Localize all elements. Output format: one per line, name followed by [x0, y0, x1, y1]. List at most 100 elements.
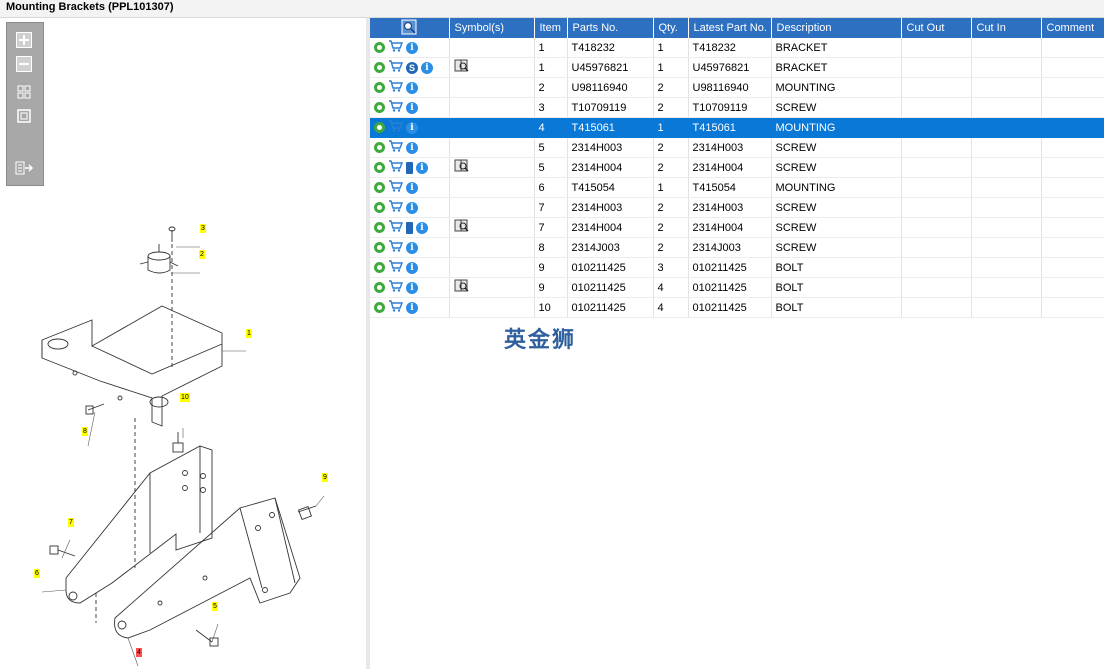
comment-cell [1041, 257, 1104, 278]
pane-splitter[interactable] [366, 18, 370, 669]
part-no-cell: 010211425 [567, 297, 654, 318]
column-header-item[interactable]: Item [534, 18, 568, 38]
gear-icon[interactable] [374, 202, 385, 213]
info-icon[interactable]: i [406, 261, 418, 274]
book-zoom-icon[interactable] [454, 59, 470, 76]
gear-icon[interactable] [374, 142, 385, 153]
callout-10[interactable]: 10 [180, 393, 190, 402]
cart-icon[interactable] [388, 240, 404, 255]
cart-icon[interactable] [388, 180, 404, 195]
info-icon[interactable]: i [421, 61, 433, 74]
info-icon[interactable]: i [406, 301, 418, 314]
comment-cell [1041, 57, 1104, 78]
qty-cell: 2 [653, 97, 689, 118]
cart-icon[interactable] [388, 120, 404, 135]
gear-icon[interactable] [374, 102, 385, 113]
callout-7[interactable]: 7 [68, 518, 74, 527]
gear-icon[interactable] [374, 82, 385, 93]
book-zoom-icon[interactable] [454, 279, 470, 296]
column-header-cut-out[interactable]: Cut Out [901, 18, 972, 38]
gear-icon[interactable] [374, 282, 385, 293]
cart-icon[interactable] [388, 140, 404, 155]
column-header-symbols[interactable]: Symbol(s) [449, 18, 535, 38]
info-icon[interactable]: i [406, 141, 418, 154]
callout-4[interactable]: 4 [136, 648, 142, 657]
gear-icon[interactable] [374, 162, 385, 173]
cart-icon[interactable] [388, 80, 404, 95]
fit-all-icon[interactable] [14, 83, 34, 101]
gear-icon[interactable] [374, 182, 385, 193]
cart-icon[interactable] [388, 160, 404, 175]
cart-icon[interactable] [388, 260, 404, 275]
column-header-description[interactable]: Description [771, 18, 902, 38]
service-icon[interactable]: S [406, 61, 418, 74]
column-header-parts-no[interactable]: Parts No. [567, 18, 654, 38]
export-icon[interactable] [14, 159, 34, 177]
gear-icon[interactable] [374, 262, 385, 273]
column-header-comment[interactable]: Comment [1041, 18, 1104, 38]
gear-icon[interactable] [374, 122, 385, 133]
callout-2[interactable]: 2 [199, 250, 205, 259]
info-icon[interactable]: i [406, 121, 418, 134]
callout-6[interactable]: 6 [34, 569, 40, 578]
gear-icon[interactable] [374, 42, 385, 53]
column-header-latest-part-no[interactable]: Latest Part No. [688, 18, 772, 38]
diagram-pane[interactable]: 3 2 1 8 10 9 7 6 5 4 [0, 18, 367, 669]
manual-icon[interactable] [406, 161, 413, 174]
gear-icon[interactable] [374, 302, 385, 313]
info-icon[interactable]: i [406, 41, 418, 54]
cart-icon[interactable] [388, 200, 404, 215]
cart-icon[interactable] [388, 60, 404, 75]
symbols-cell [449, 137, 535, 158]
zoom-in-icon[interactable] [14, 31, 34, 49]
column-header-search[interactable] [370, 18, 450, 38]
gear-icon[interactable] [374, 242, 385, 253]
info-icon[interactable]: i [416, 161, 428, 174]
callout-1[interactable]: 1 [246, 329, 252, 338]
info-icon[interactable]: i [406, 81, 418, 94]
latest-part-no-cell: 2314H004 [688, 217, 772, 238]
callout-9[interactable]: 9 [322, 473, 328, 482]
gear-icon[interactable] [374, 62, 385, 73]
manual-icon[interactable] [406, 221, 413, 234]
info-icon[interactable]: i [416, 221, 428, 234]
cart-icon[interactable] [388, 280, 404, 295]
cart-icon[interactable] [388, 40, 404, 55]
row-actions: i [370, 237, 450, 258]
cart-icon[interactable] [388, 300, 404, 315]
gear-icon[interactable] [374, 222, 385, 233]
callout-5[interactable]: 5 [212, 602, 218, 611]
cart-icon[interactable] [388, 220, 404, 235]
callout-8[interactable]: 8 [82, 427, 88, 436]
row-actions: i [370, 257, 450, 278]
info-icon[interactable]: i [406, 181, 418, 194]
item-cell: 3 [534, 97, 568, 118]
fit-window-icon[interactable] [14, 107, 34, 125]
exploded-parts-diagram[interactable] [0, 18, 366, 669]
book-zoom-icon[interactable] [454, 159, 470, 176]
callout-3[interactable]: 3 [200, 224, 206, 233]
cart-icon[interactable] [388, 100, 404, 115]
info-icon[interactable]: i [406, 241, 418, 254]
column-header-qty[interactable]: Qty. [653, 18, 689, 38]
zoom-out-icon[interactable] [14, 55, 34, 73]
info-icon[interactable]: i [406, 281, 418, 294]
info-icon[interactable]: i [406, 101, 418, 114]
column-header-cut-in[interactable]: Cut In [971, 18, 1042, 38]
info-icon[interactable]: i [406, 201, 418, 214]
book-zoom-icon[interactable] [454, 219, 470, 236]
